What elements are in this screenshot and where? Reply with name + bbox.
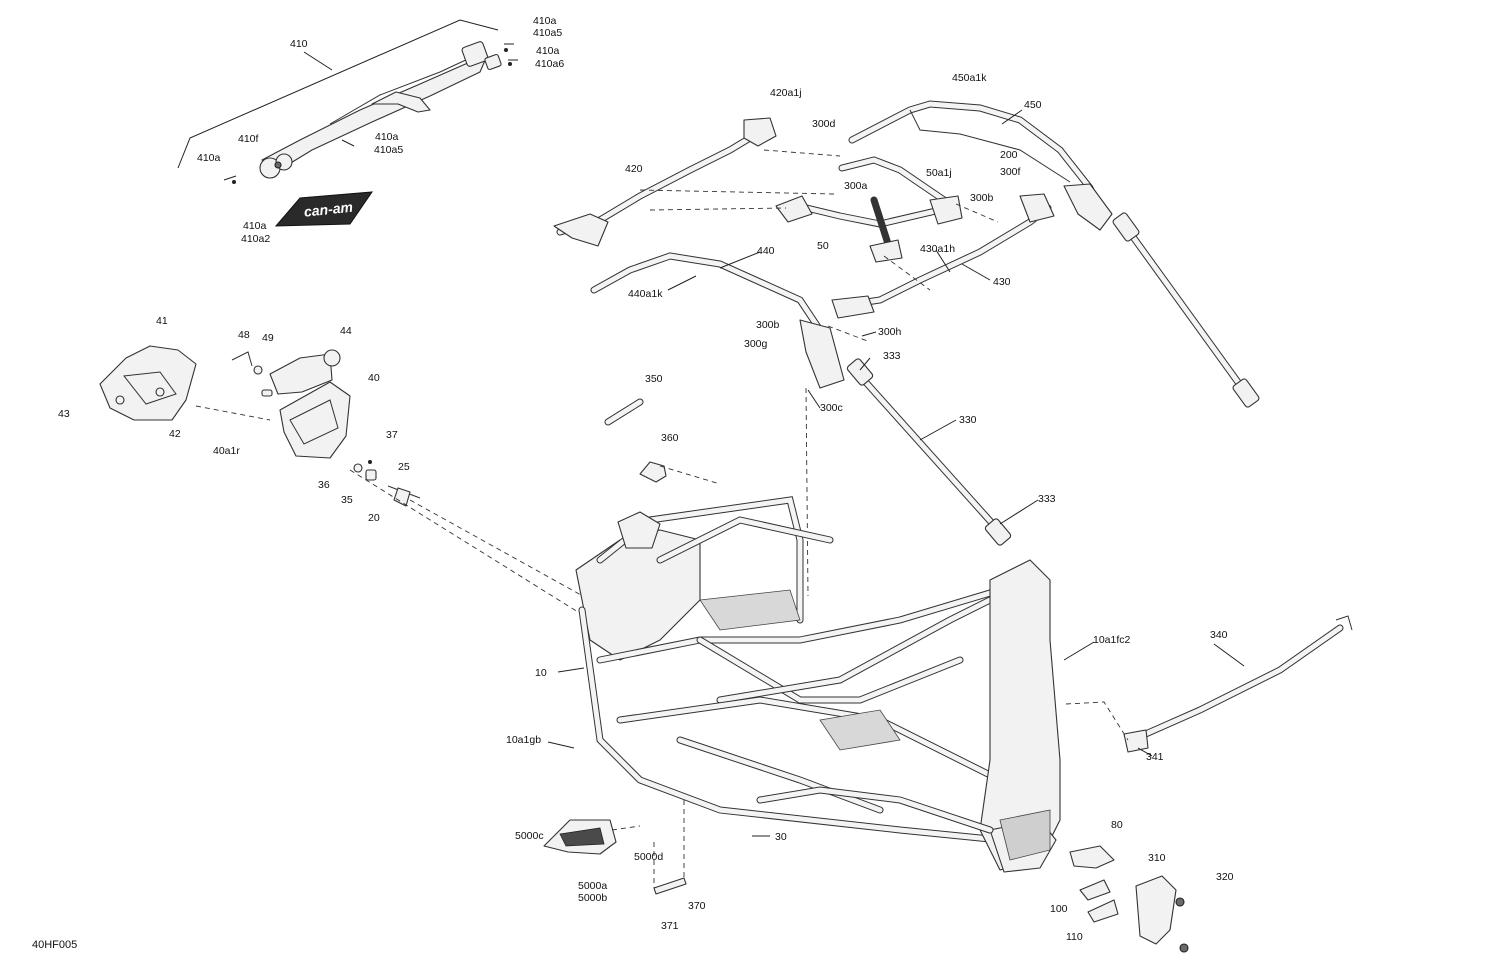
callout-430: 430 — [993, 276, 1011, 288]
callout-37: 37 — [386, 429, 398, 441]
callout-410a-left: 410a — [197, 152, 221, 164]
callout-410a-center: 410a — [375, 131, 399, 143]
callout-100: 100 — [1050, 903, 1068, 915]
part-80-bracket — [1069, 845, 1115, 869]
part-340-side-rail — [1065, 615, 1353, 753]
can-am-logo-text: can-am — [303, 199, 353, 220]
part-110-bracket — [1087, 899, 1119, 923]
callout-42: 42 — [169, 428, 181, 440]
callout-440a1k: 440a1k — [628, 288, 663, 300]
callout-300d: 300d — [812, 118, 836, 130]
can-am-logo-decal: can-am — [274, 191, 374, 227]
callout-333-bottom: 333 — [1038, 493, 1056, 505]
callout-40: 40 — [368, 372, 380, 384]
steering-shaft-parts — [353, 460, 421, 507]
callout-5000d: 5000d — [634, 851, 663, 863]
callout-49: 49 — [262, 332, 274, 344]
callout-leader-lines — [547, 109, 1245, 837]
callout-420a1j: 420a1j — [770, 87, 802, 99]
callout-410a5-center: 410a5 — [374, 144, 403, 156]
callout-25: 25 — [398, 461, 410, 473]
callout-410a-top: 410a — [533, 15, 557, 27]
drawing-id: 40HF005 — [32, 939, 77, 951]
part-450-rear-roof-bar — [848, 100, 1113, 231]
part-350-link — [604, 398, 644, 426]
callout-410a5-top: 410a5 — [533, 27, 562, 39]
callout-300g: 300g — [744, 338, 768, 350]
callout-340: 340 — [1210, 629, 1228, 641]
callout-10a1gb: 10a1gb — [506, 734, 541, 746]
callout-110: 110 — [1066, 931, 1083, 943]
callout-48: 48 — [238, 329, 250, 341]
callout-410a-mid: 410a — [536, 45, 560, 57]
callout-430a1h: 430a1h — [920, 243, 955, 255]
part-50-roof-crossmember — [775, 156, 963, 263]
callout-41: 41 — [156, 315, 168, 327]
roof-assembly-guide-lines — [639, 149, 999, 597]
part-310-mount — [1135, 875, 1189, 953]
callout-80: 80 — [1111, 819, 1123, 831]
part-420-front-roof-tube — [553, 117, 777, 247]
part-330-rear-strut — [846, 358, 1012, 546]
callout-410: 410 — [290, 38, 308, 50]
callout-35: 35 — [341, 494, 353, 506]
callout-300b-right: 300b — [970, 192, 994, 204]
part-40-steering-support — [231, 349, 351, 459]
part-long-right-strut — [1112, 212, 1260, 408]
callout-300f: 300f — [1000, 166, 1021, 178]
callout-410a6: 410a6 — [535, 58, 564, 70]
callout-40a1r: 40a1r — [213, 445, 240, 457]
callout-300a: 300a — [844, 180, 868, 192]
callout-410a2: 410a2 — [241, 233, 270, 245]
part-440-side-roof-tube — [590, 252, 845, 389]
callout-450: 450 — [1024, 99, 1042, 111]
part-360-bracket — [639, 461, 667, 483]
callout-5000a: 5000a — [578, 880, 607, 892]
callout-410a-logo: 410a — [243, 220, 267, 232]
part-410-roof-bar-group — [177, 19, 518, 184]
lower-assembly-guide-lines — [611, 800, 685, 888]
callout-10: 10 — [535, 667, 547, 679]
callout-330: 330 — [959, 414, 977, 426]
part-430-mid-roof-tube — [831, 193, 1055, 319]
callout-440: 440 — [757, 245, 775, 257]
callout-200: 200 — [1000, 149, 1018, 161]
callout-300b-left: 300b — [756, 319, 780, 331]
callout-20: 20 — [368, 512, 380, 524]
left-assembly-guide-lines — [195, 405, 721, 613]
callout-50: 50 — [817, 240, 829, 252]
callout-420: 420 — [625, 163, 643, 175]
callout-44: 44 — [340, 325, 352, 337]
callout-36: 36 — [318, 479, 330, 491]
part-5000-guard — [543, 819, 617, 855]
callout-370: 370 — [688, 900, 706, 912]
callout-5000c: 5000c — [515, 830, 544, 842]
callout-320: 320 — [1216, 871, 1234, 883]
callout-360: 360 — [661, 432, 679, 444]
callout-333-top: 333 — [883, 350, 901, 362]
part-370-plate — [653, 877, 687, 895]
callout-410f: 410f — [238, 133, 259, 145]
part-10-main-frame — [575, 496, 1061, 873]
part-41-skid-plate — [99, 345, 197, 421]
callout-371: 371 — [661, 920, 679, 932]
callout-5000b: 5000b — [578, 892, 607, 904]
callout-310: 310 — [1148, 852, 1166, 864]
callout-450a1k: 450a1k — [952, 72, 987, 84]
callout-350: 350 — [645, 373, 663, 385]
part-100-bracket — [1079, 879, 1111, 901]
callout-300h: 300h — [878, 326, 902, 338]
callout-50a1j: 50a1j — [926, 167, 952, 179]
callout-10a1fc2: 10a1fc2 — [1093, 634, 1131, 646]
callout-43: 43 — [58, 408, 70, 420]
callout-300c: 300c — [820, 402, 843, 414]
callout-30: 30 — [775, 831, 787, 843]
callout-341: 341 — [1146, 751, 1164, 763]
